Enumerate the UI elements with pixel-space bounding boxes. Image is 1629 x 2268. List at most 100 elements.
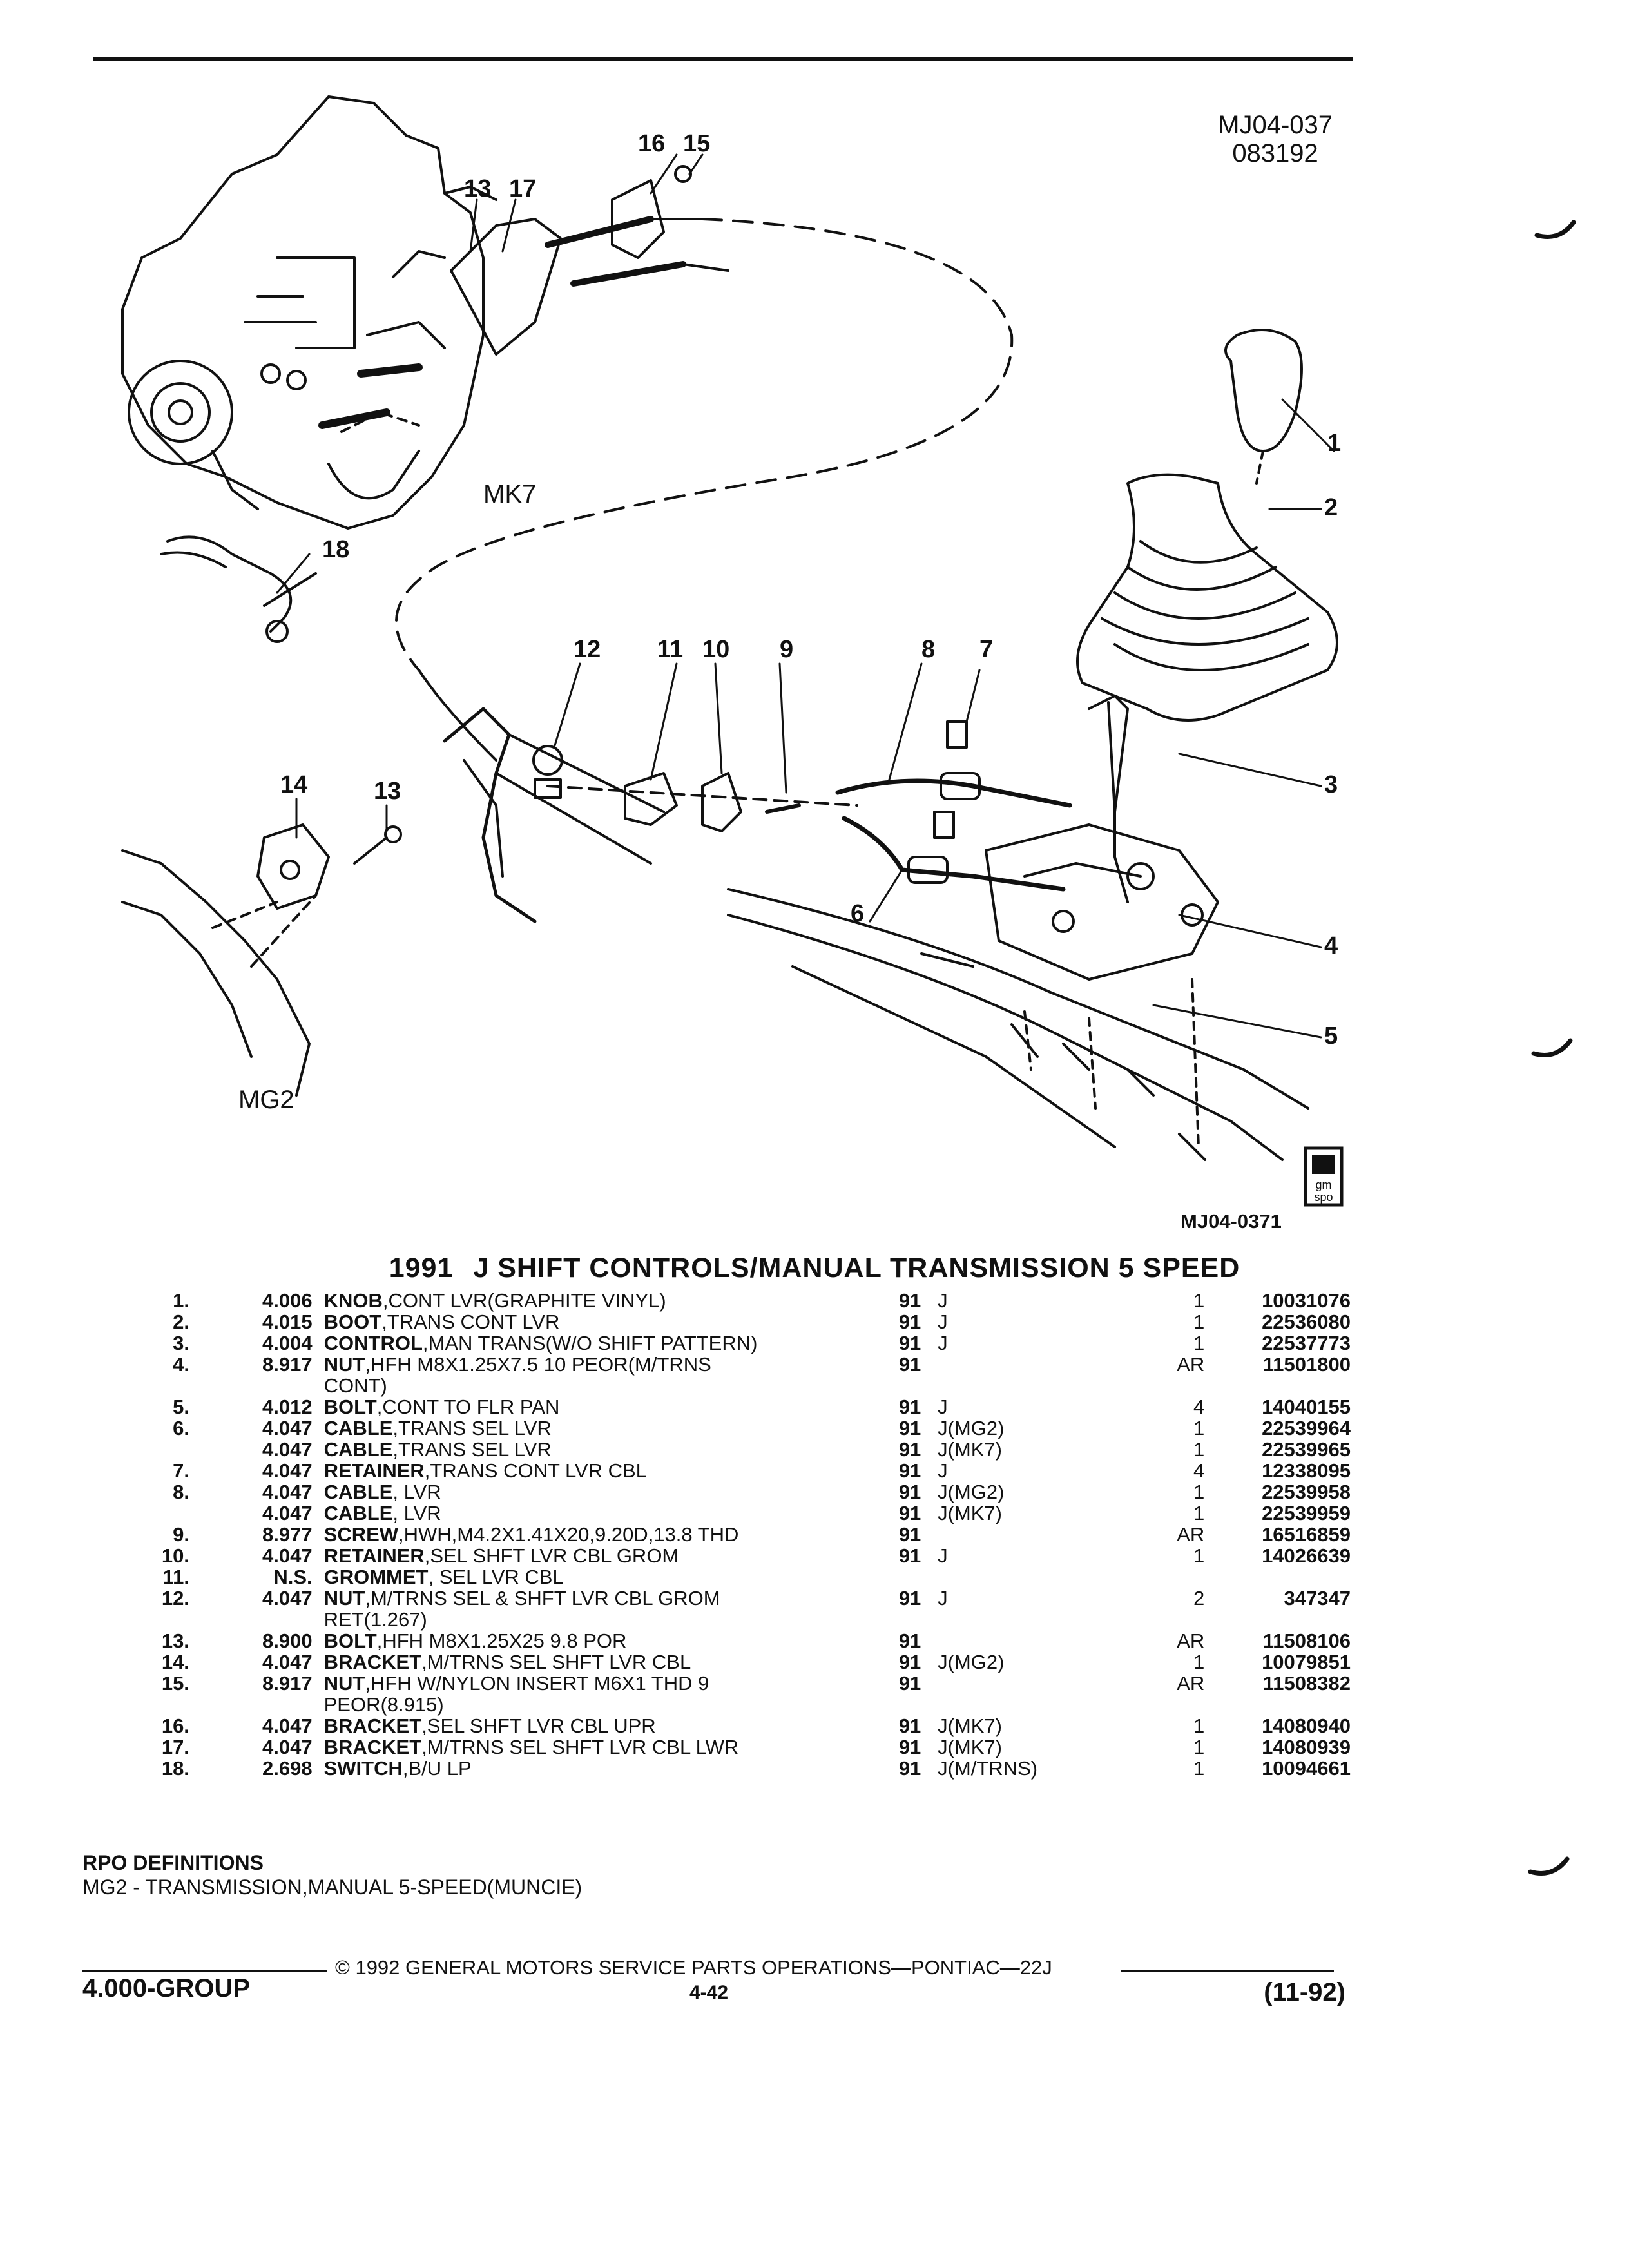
part-name: CABLE [323, 1481, 393, 1503]
rpo-definition: MG2 - TRANSMISSION,MANUAL 5-SPEED(MUNCIE… [82, 1876, 583, 1899]
quantity: 1 [1193, 1757, 1205, 1780]
svg-text:14: 14 [280, 771, 307, 798]
model-year: 91 [898, 1289, 921, 1312]
part-number: 11501800 [1262, 1353, 1351, 1376]
inset-label-mg2: MG2 [238, 1086, 294, 1114]
svg-text:gm: gm [1315, 1178, 1331, 1191]
quantity [1162, 1566, 1208, 1588]
floor-pan [727, 888, 1309, 1161]
model-year: 91 [898, 1353, 921, 1376]
exploded-diagram: 1 2 3 4 5 6 7 8 9 10 11 12 13 14 15 16 1… [121, 95, 1344, 1207]
part-description: CABLE,TRANS SEL LVR [322, 1439, 896, 1460]
svg-text:12: 12 [574, 636, 601, 663]
quantity: AR [1177, 1629, 1205, 1652]
part-detail: ,M/TRNS SEL SHFT LVR CBL [421, 1651, 691, 1673]
part-name: CABLE [323, 1438, 393, 1461]
item-number [126, 1439, 209, 1460]
part-number: 14080939 [1262, 1736, 1351, 1758]
shifter-cables [835, 720, 1072, 892]
margin-mark [1534, 220, 1576, 239]
title-text: J SHIFT CONTROLS/MANUAL TRANSMISSION 5 S… [473, 1253, 1240, 1283]
svg-text:5: 5 [1324, 1023, 1338, 1050]
part-description: SCREW,HWH,M4.2X1.41X20,9.20D,13.8 THD [322, 1524, 896, 1545]
model-code: J(MK7) [938, 1438, 1002, 1461]
quantity: 1 [1193, 1502, 1205, 1524]
part-detail-continued: CONT) [323, 1374, 387, 1397]
part-description: KNOB,CONT LVR(GRAPHITE VINYL) [322, 1290, 896, 1311]
quantity: 1 [1193, 1736, 1205, 1758]
model-code: J(M/TRNS) [938, 1757, 1038, 1780]
part-number: 22536080 [1262, 1311, 1351, 1333]
model-code: J [938, 1544, 948, 1567]
model-year: 91 [898, 1587, 921, 1610]
part-detail: ,CONT TO FLR PAN [376, 1396, 560, 1418]
part-name: BRACKET [323, 1715, 422, 1737]
part-description: RETAINER,SEL SHFT LVR CBL GROM [322, 1545, 896, 1566]
shift-knob [1224, 329, 1303, 485]
part-detail: ,HWH,M4.2X1.41X20,9.20D,13.8 THD [398, 1523, 739, 1546]
svg-text:2: 2 [1324, 494, 1338, 521]
model-year [896, 1566, 935, 1588]
part-number: 22539958 [1262, 1481, 1351, 1503]
item-number: 3. [173, 1332, 189, 1354]
part-number: 14026639 [1262, 1544, 1351, 1567]
group-number: 4.047 [262, 1651, 313, 1673]
drawing-code-block: MJ04-037 083192 [1218, 111, 1333, 168]
model-year: 91 [898, 1417, 921, 1439]
group-number: 4.006 [262, 1289, 313, 1312]
part-name: CABLE [323, 1417, 393, 1439]
svg-text:spo: spo [1314, 1191, 1333, 1204]
item-number: 4. [173, 1353, 189, 1376]
model-code: J(MK7) [938, 1502, 1002, 1524]
group-number: 4.047 [262, 1459, 313, 1482]
part-detail: ,MAN TRANS(W/O SHIFT PATTERN) [422, 1332, 758, 1354]
part-number: 22537773 [1262, 1332, 1351, 1354]
svg-text:6: 6 [851, 900, 864, 927]
part-number: 11508382 [1262, 1672, 1351, 1695]
part-name: BOOT [323, 1311, 382, 1333]
group-number: 4.047 [262, 1544, 313, 1567]
svg-text:15: 15 [683, 130, 710, 157]
part-name: CONTROL [323, 1332, 423, 1354]
part-number: 10094661 [1262, 1757, 1351, 1780]
drawing-code: MJ04-037 [1218, 111, 1333, 139]
page-number: 4-42 [689, 1982, 729, 2003]
item-number: 7. [173, 1459, 189, 1482]
svg-text:1: 1 [1327, 430, 1341, 457]
model-code [935, 1354, 1161, 1396]
quantity: 2 [1193, 1587, 1205, 1610]
part-detail: ,SEL SHFT LVR CBL GROM [424, 1544, 679, 1567]
transmission-housing [121, 95, 497, 530]
cable-route-lower [418, 669, 497, 762]
part-description: BOOT,TRANS CONT LVR [322, 1311, 896, 1332]
part-detail: ,TRANS CONT LVR CBL [424, 1459, 647, 1482]
margin-mark [1531, 1038, 1573, 1057]
part-description: SWITCH,B/U LP [322, 1758, 896, 1779]
item-number: 5. [173, 1396, 189, 1418]
part-number: 22539965 [1262, 1438, 1351, 1461]
part-name: BRACKET [323, 1651, 422, 1673]
cable-route-dashed [395, 218, 1014, 671]
model-year: 91 [898, 1629, 921, 1652]
svg-text:10: 10 [702, 636, 729, 663]
model-year: 91 [898, 1438, 921, 1461]
backup-switch [160, 535, 317, 643]
item-number: 12. [161, 1587, 189, 1610]
part-description: BOLT,CONT TO FLR PAN [322, 1396, 896, 1418]
revision-date: (11-92) [1264, 1978, 1345, 2006]
quantity: 1 [1193, 1289, 1205, 1312]
top-rule [93, 57, 1353, 61]
gm-spo-logo: gm spo [1304, 1146, 1344, 1207]
part-number [1207, 1566, 1353, 1588]
title-year: 1991 [389, 1253, 454, 1283]
